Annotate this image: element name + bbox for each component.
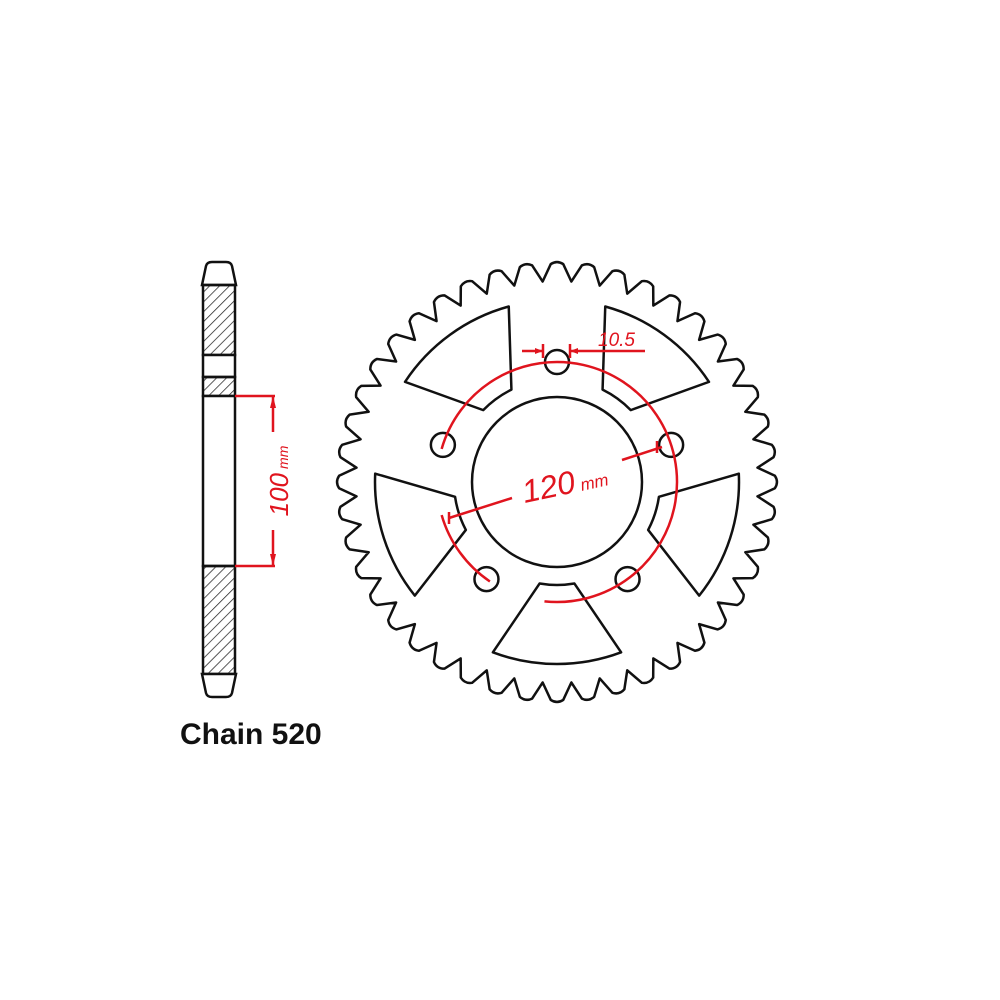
bolt-hole-label: 10.5 [598,330,635,351]
center-bore [470,395,644,569]
side-hub [201,394,237,568]
sprocket-teeth-outline [335,260,779,704]
bolt-circle-arc-left [440,514,491,583]
side-hatch-bottom [201,564,237,676]
side-view [200,260,238,699]
side-gap [201,353,237,379]
bolt-circle-arc [440,360,679,604]
bolt-hole [473,565,500,593]
lightening-window [601,305,711,412]
side-hatch-upper [201,375,237,398]
dimension-100-label: 100mm [264,445,294,516]
lightening-window [491,582,623,666]
side-hatch-top [201,283,237,357]
lightening-window [373,472,468,597]
bolt-hole [614,565,641,593]
lightening-window [646,472,741,597]
bolt-circle-dimension [440,344,679,604]
side-top-tip [200,260,238,287]
side-bottom-tip [200,672,238,699]
bolt-hole [657,431,685,459]
chain-caption: Chain 520 [180,718,322,751]
sprocket-front-view [335,260,779,704]
lightening-window [403,305,513,412]
bolt-hole [429,431,457,459]
bolt-circle-label: 120mm [519,457,611,510]
dimension-100 [235,394,276,568]
